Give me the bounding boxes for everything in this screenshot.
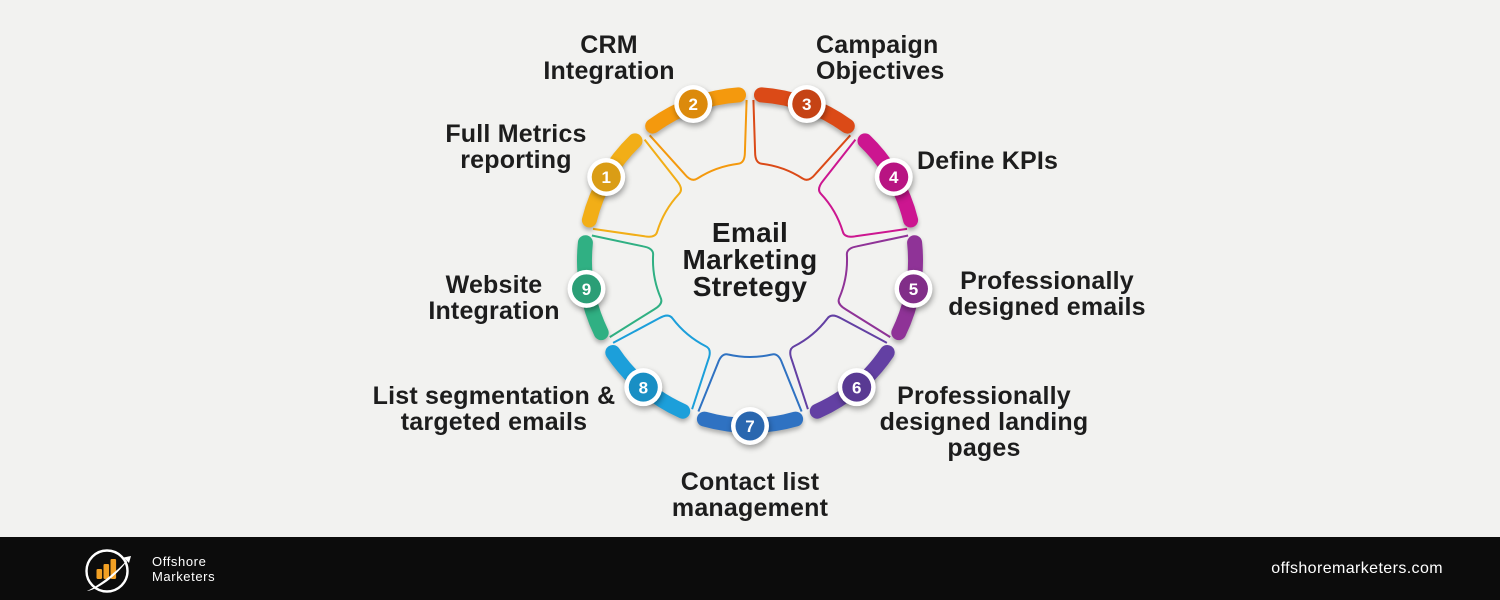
segment-label-campaign-objectives: Campaign Objectives: [816, 31, 945, 85]
svg-text:9: 9: [582, 280, 591, 299]
segment-petal-6: [789, 314, 888, 410]
segment-number-badge-1: 1: [587, 158, 626, 196]
brand-logo-block: Offshore Marketers: [80, 543, 215, 595]
segment-petal-7: [697, 353, 803, 412]
segment-number-badge-8: 8: [624, 368, 663, 407]
svg-text:8: 8: [639, 378, 648, 397]
svg-text:6: 6: [852, 378, 861, 397]
svg-text:3: 3: [802, 95, 811, 114]
segment-petal-4: [818, 138, 908, 238]
svg-text:1: 1: [602, 168, 611, 187]
footer-website-url: offshoremarketers.com: [1271, 559, 1443, 577]
segment-number-badge-5: 5: [894, 269, 933, 308]
segment-petal-5: [837, 234, 909, 338]
segment-petal-2: [648, 99, 748, 181]
segment-label-professionally-designed-landing-pages: Professionally designed landing pages: [879, 382, 1089, 462]
segment-petal-9: [591, 234, 663, 338]
segment-number-badge-7: 7: [731, 407, 769, 445]
segment-label-list-segmentation-targeted-emails: List segmentation & targeted emails: [372, 382, 616, 436]
offshore-marketers-logo-icon: [85, 548, 131, 593]
segment-label-full-metrics-reporting: Full Metrics reporting: [445, 120, 587, 174]
segment-label-professionally-designed-emails: Professionally designed emails: [948, 267, 1146, 321]
svg-text:5: 5: [909, 280, 918, 299]
segment-petal-1: [592, 138, 682, 238]
svg-text:7: 7: [745, 417, 754, 436]
segment-label-crm-integration: CRM Integration: [543, 31, 675, 85]
arrowhead-icon: [123, 555, 131, 563]
svg-text:4: 4: [889, 168, 899, 187]
segment-number-badge-3: 3: [787, 85, 826, 124]
brand-name: Offshore Marketers: [152, 553, 216, 584]
wheel-center-title: Email Marketing Stretegy: [682, 217, 818, 302]
segment-label-contact-list-management: Contact list management: [671, 468, 829, 522]
segment-petal-8: [612, 314, 711, 410]
segment-number-badge-4: 4: [874, 158, 913, 196]
segment-number-badge-6: 6: [837, 368, 876, 407]
segment-petal-3: [752, 99, 852, 181]
footer-bar: Offshore Marketers offshoremarketers.com: [0, 537, 1500, 600]
segment-label-website-integration: Website Integration: [428, 271, 560, 325]
svg-text:2: 2: [688, 95, 697, 114]
segment-label-define-kpis: Define KPIs: [917, 147, 1059, 175]
segment-number-badge-2: 2: [674, 85, 713, 124]
segment-number-badge-9: 9: [567, 269, 606, 308]
